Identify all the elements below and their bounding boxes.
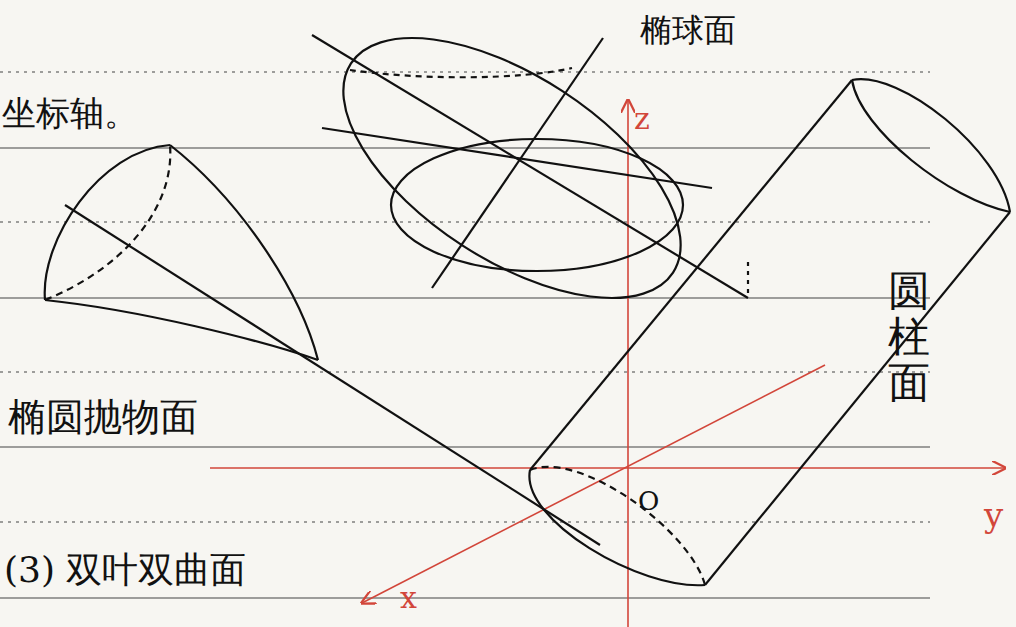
elliptic-paraboloid (45, 145, 600, 545)
surface-name: (3) 双叶双曲面 (4, 552, 246, 588)
notebook-lines (0, 72, 930, 598)
axis-label: z (634, 104, 650, 134)
surface-name: 圆柱面 (888, 268, 930, 407)
note-text: 坐标轴。 (2, 96, 138, 130)
origin-label: O (638, 488, 659, 514)
surface-name: 椭球面 (640, 14, 736, 46)
axis-label: y (984, 498, 1003, 532)
cylinder (529, 79, 1010, 585)
axis-label: x (400, 583, 417, 613)
surface-name: 椭圆抛物面 (8, 398, 198, 436)
ellipsoid (301, 0, 748, 350)
